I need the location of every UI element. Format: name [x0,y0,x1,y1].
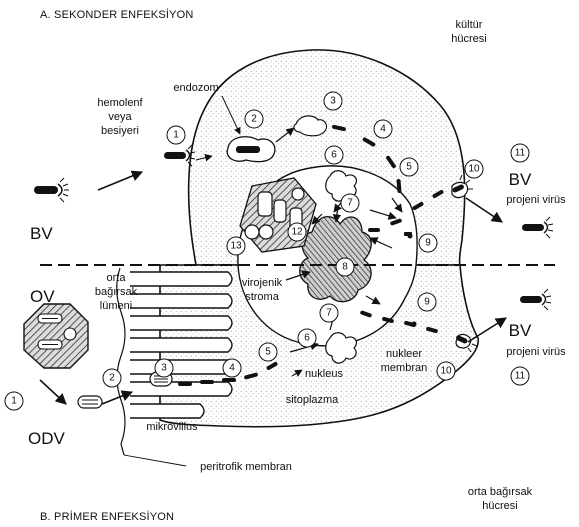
bv-icon-right-top [522,217,553,238]
step-3-top: 3 [330,96,336,107]
microvilli [130,272,232,418]
step-6-top: 6 [331,150,337,161]
step-1-top: 1 [173,130,179,141]
step-3-bottom: 3 [161,363,167,374]
odv-particle [78,396,102,408]
step-1-bottom: 1 [11,396,17,407]
nuclear-membrane-label-line2: membran [381,362,427,374]
step-9-top: 9 [425,238,431,249]
step-10-top: 10 [468,164,480,175]
bv-label-bottom-right: BV [509,321,532,340]
odv-label: ODV [28,429,66,448]
midgut-lumen-label-line3: lümeni [100,300,132,312]
step-5-top: 5 [406,162,412,173]
step-5-bottom: 5 [265,347,271,358]
hemolymph-label-line2: veya [108,111,132,123]
step-7-top: 7 [347,198,353,209]
bv-label-top-right: BV [509,170,532,189]
step-7-bottom: 7 [326,308,332,319]
step-11-top: 11 [515,148,526,159]
step-6-bottom: 6 [304,333,310,344]
midgut-cell-label-line2: hücresi [482,500,517,512]
nucleus-label: nukleus [305,368,343,380]
hemolymph-label-line1: hemolenf [97,97,143,109]
primary-infection-title: B. PRİMER ENFEKSİYON [40,510,174,523]
culture-cell-label-line1: kültür [456,19,483,31]
step-2-top: 2 [251,114,257,125]
bv-icon-right-bottom [520,289,551,310]
bv-label-left: BV [30,224,53,243]
step-12: 12 [291,227,303,238]
midgut-lumen-label-line1: orta [107,272,127,284]
step-4-bottom: 4 [229,363,235,374]
endosome-nucleocapsid [236,146,260,153]
step-2-bottom: 2 [109,373,115,384]
cytoplasm-label: sitoplazma [286,394,339,406]
nuclear-membrane-label-line1: nukleer [386,348,422,360]
step-10-bottom: 10 [440,366,452,377]
virogenic-stroma-label-line2: stroma [245,291,280,303]
peritrophic-pointer [124,455,186,466]
progeny-virus-label-bottom: projeni virüs [506,346,566,358]
enlarged-vesicle-icon [245,225,259,239]
microvillus-label: mikrovillus [146,421,198,433]
progeny-virus-label-top: projeni virüs [506,194,566,206]
step-11-bottom: 11 [515,371,526,382]
endosome-label: endozom [173,82,218,94]
step-13: 13 [230,241,242,252]
ov-label: OV [30,287,55,306]
hemolymph-label-line3: besiyeri [101,125,139,137]
peritrophic-membrane-label: peritrofik membran [200,461,292,473]
virogenic-stroma-label-line1: virojenik [242,277,283,289]
step-9-bottom: 9 [424,297,430,308]
midgut-cell-label-line1: orta bağırsak [468,486,533,498]
secondary-infection-title: A. SEKONDER ENFEKSİYON [40,8,194,21]
midgut-lumen-label-line2: bağırsak [95,286,138,298]
culture-cell-label-line2: hücresi [451,33,486,45]
step-4-top: 4 [380,124,386,135]
step-8: 8 [342,262,348,273]
bv-icon-left [34,178,69,202]
